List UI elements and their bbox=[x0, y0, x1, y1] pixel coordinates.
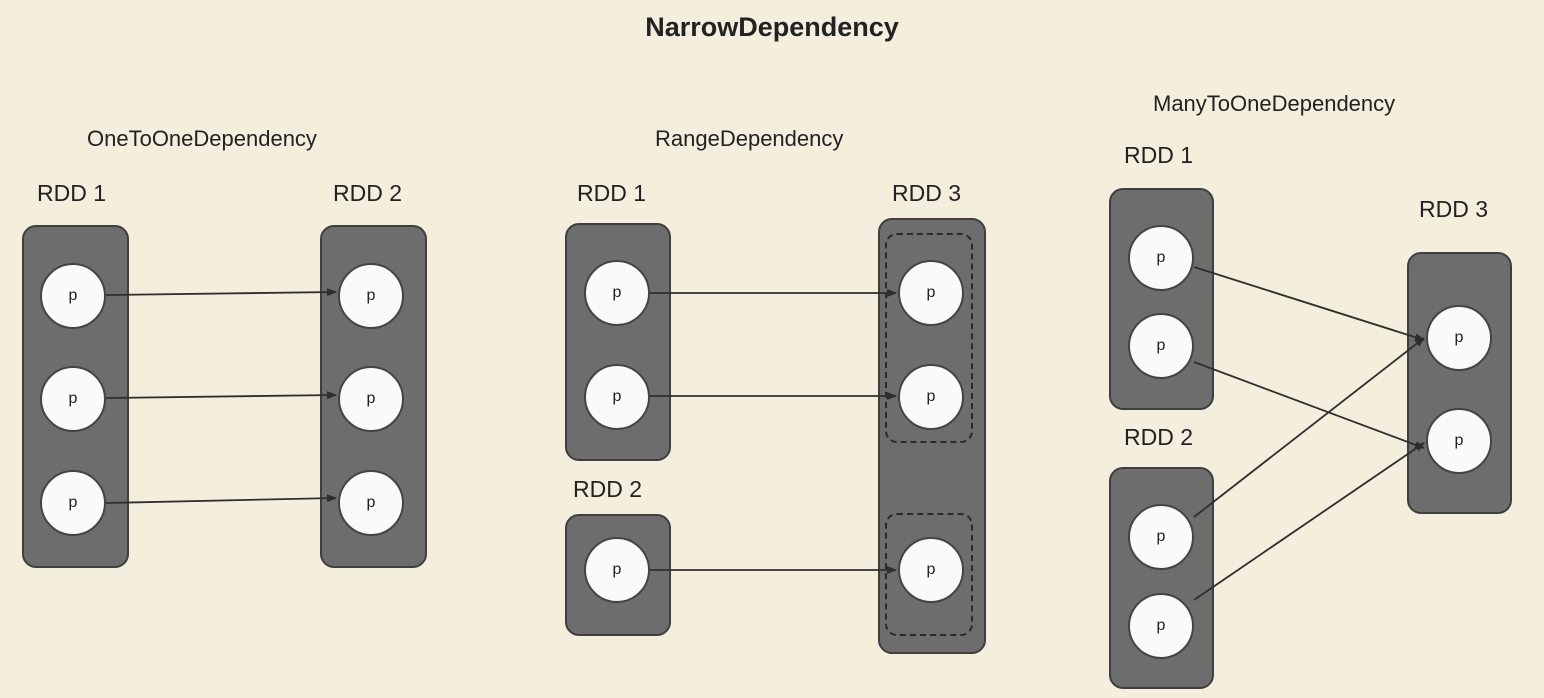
many-to-one-rdd3-box bbox=[1407, 252, 1512, 514]
partition: p bbox=[584, 364, 650, 430]
range-title: RangeDependency bbox=[655, 126, 844, 151]
one-to-one-rdd1-label: RDD 1 bbox=[37, 180, 107, 206]
partition: p bbox=[1128, 225, 1194, 291]
range-group-outline bbox=[885, 513, 973, 636]
partition: p bbox=[898, 260, 964, 326]
partition: p bbox=[338, 263, 404, 329]
partition: p bbox=[1128, 593, 1194, 659]
partition: p bbox=[338, 470, 404, 536]
partition: p bbox=[1128, 313, 1194, 379]
partition: p bbox=[584, 537, 650, 603]
dependency-arrow bbox=[1193, 337, 1425, 518]
dependency-arrow bbox=[105, 494, 337, 504]
partition: p bbox=[898, 537, 964, 603]
diagram-title: NarrowDependency bbox=[645, 12, 899, 42]
many-to-one-rdd1-label: RDD 1 bbox=[1124, 142, 1194, 168]
partition: p bbox=[338, 366, 404, 432]
partition: p bbox=[1426, 408, 1492, 474]
partition: p bbox=[898, 364, 964, 430]
dependency-arrow bbox=[1193, 442, 1425, 601]
many-to-one-rdd3-label: RDD 3 bbox=[1419, 196, 1489, 222]
range-rdd3-label: RDD 3 bbox=[892, 180, 962, 206]
range-group-outline bbox=[885, 233, 973, 443]
dependency-arrow bbox=[1193, 266, 1425, 342]
partition: p bbox=[1426, 305, 1492, 371]
range-rdd1-label: RDD 1 bbox=[577, 180, 647, 206]
partition: p bbox=[1128, 504, 1194, 570]
dependency-arrow bbox=[105, 391, 337, 400]
dependency-arrow bbox=[105, 288, 337, 297]
one-to-one-rdd2-label: RDD 2 bbox=[333, 180, 403, 206]
partition: p bbox=[40, 470, 106, 536]
partition: p bbox=[40, 263, 106, 329]
partition: p bbox=[584, 260, 650, 326]
one-to-one-title: OneToOneDependency bbox=[87, 126, 317, 151]
dependency-arrow bbox=[1193, 361, 1425, 449]
many-to-one-rdd2-label: RDD 2 bbox=[1124, 424, 1194, 450]
partition: p bbox=[40, 366, 106, 432]
many-to-one-title: ManyToOneDependency bbox=[1153, 91, 1396, 116]
range-rdd2-label: RDD 2 bbox=[573, 476, 643, 502]
